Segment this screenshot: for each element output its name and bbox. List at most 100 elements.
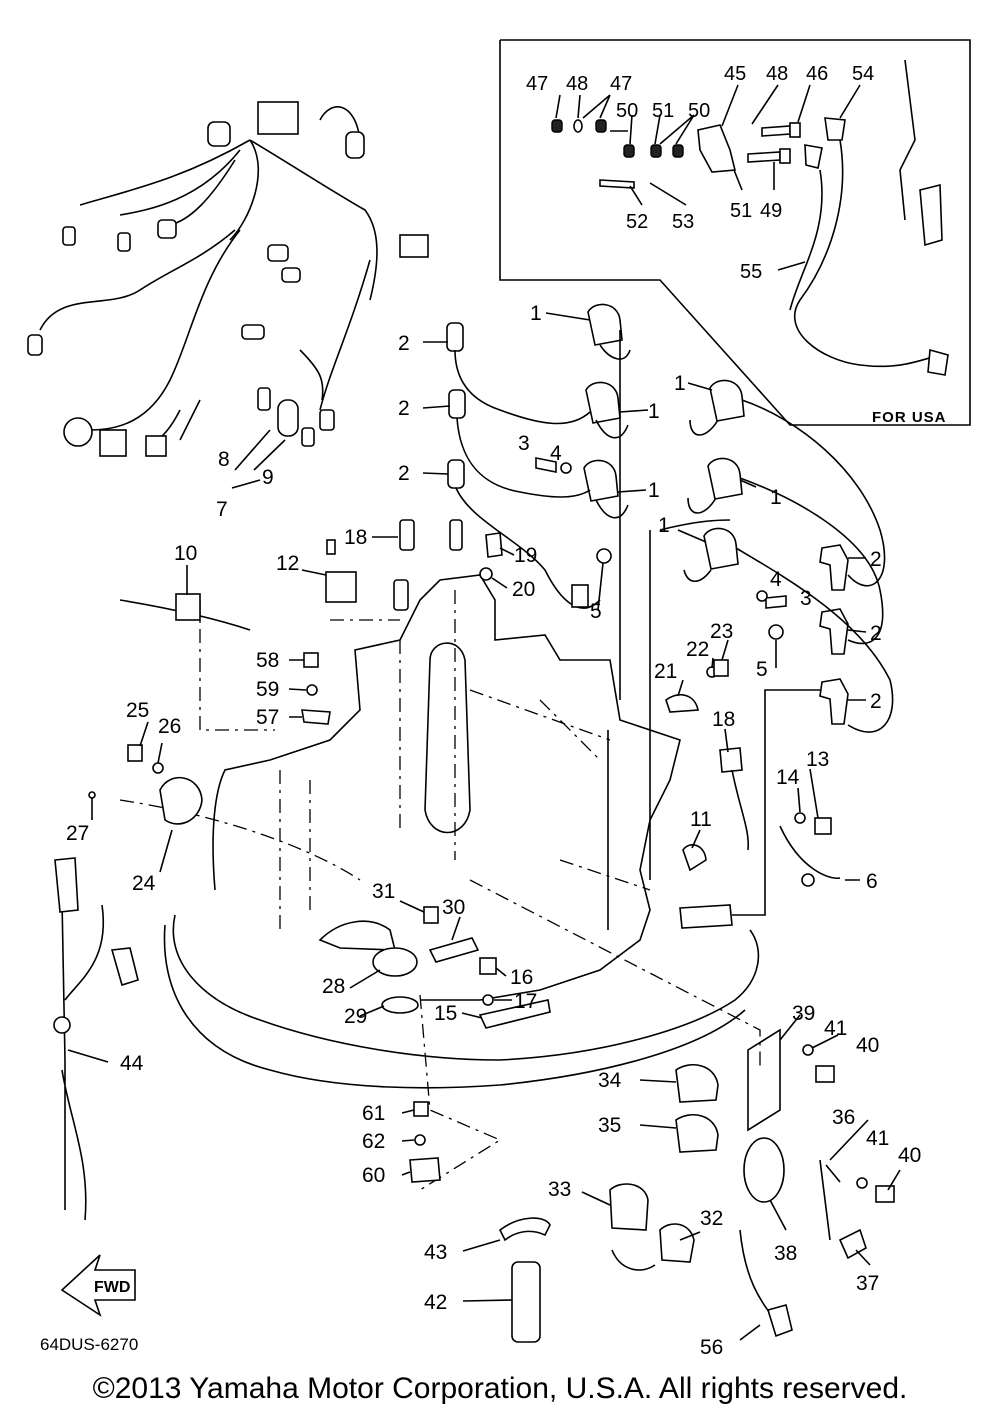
nut-50-icon [623, 144, 635, 158]
bolt-3-icon [535, 457, 557, 473]
holder-57-icon [301, 709, 331, 725]
callout-57: 57 [256, 706, 279, 729]
callout-3a: 3 [518, 432, 530, 455]
lead-36 [819, 1159, 831, 1241]
nut-47-icon [551, 119, 563, 133]
nut-47b-icon [595, 119, 607, 133]
washer-4-icon [560, 462, 572, 474]
washer-59-icon [306, 684, 318, 696]
small-parts: FWD [53, 457, 895, 1343]
gasket-29-icon [381, 996, 419, 1014]
callout-40b: 40 [898, 1144, 921, 1167]
callout-59: 59 [256, 678, 279, 701]
callout-53: 53 [672, 211, 694, 233]
wire-6 [779, 825, 841, 880]
forward-arrow-icon [60, 1254, 136, 1317]
callout-41a: 41 [824, 1017, 847, 1040]
callout-5b: 5 [756, 658, 768, 681]
callout-47b: 47 [610, 73, 632, 95]
callout-2d: 2 [870, 548, 882, 571]
bolt-16-icon [479, 957, 497, 975]
callout-21: 21 [654, 660, 677, 683]
bolt-58-icon [303, 652, 319, 668]
ignition-coils [446, 303, 894, 733]
bolt-46-icon [761, 125, 791, 137]
callout-26: 26 [158, 715, 181, 738]
callout-51a: 51 [652, 100, 674, 122]
callout-30: 30 [442, 896, 465, 919]
callout-1e: 1 [770, 486, 782, 509]
callout-4b: 4 [770, 568, 782, 591]
callout-8: 8 [218, 448, 230, 471]
callout-50a: 50 [616, 100, 638, 122]
bolt-40b-icon [875, 1185, 895, 1203]
clamp-21-icon [665, 694, 699, 713]
terminal-54b-icon [804, 144, 823, 169]
callout-45: 45 [724, 63, 746, 85]
nut-51-icon [650, 144, 662, 158]
rectifier-33-icon [609, 1183, 649, 1231]
callout-43: 43 [424, 1241, 447, 1264]
callout-18a: 18 [344, 526, 367, 549]
callout-62: 62 [362, 1130, 385, 1153]
grommet-28-icon [372, 947, 418, 977]
sensor-18-icon [399, 519, 415, 551]
bolt-61-icon [413, 1101, 429, 1117]
callout-51b: 51 [730, 200, 752, 222]
sensor-19-icon [485, 532, 503, 558]
plate-15-icon [478, 999, 551, 1029]
callout-46: 46 [806, 63, 828, 85]
diagram-code: 64DUS-6270 [40, 1335, 138, 1354]
washer-41b-icon [856, 1177, 868, 1189]
holder-45-icon [697, 124, 737, 173]
callout-28: 28 [322, 975, 345, 998]
callout-31: 31 [372, 880, 395, 903]
callout-2f: 2 [870, 690, 882, 713]
washer-41-icon [802, 1044, 814, 1056]
callout-42: 42 [424, 1291, 447, 1314]
callout-9: 9 [262, 466, 274, 489]
callout-13: 13 [806, 748, 829, 771]
bracket-39 [747, 1028, 781, 1132]
relay-35-icon [675, 1114, 719, 1153]
callout-27: 27 [66, 822, 89, 845]
callout-47a: 47 [526, 73, 548, 95]
washer-48-icon [573, 119, 583, 133]
callout-2c: 2 [398, 462, 410, 485]
callout-14: 14 [776, 766, 800, 789]
callout-1b: 1 [648, 400, 660, 423]
callout-35: 35 [598, 1114, 621, 1137]
relay-34-icon [675, 1064, 719, 1103]
plug-cap-2-icon [446, 322, 464, 352]
callout-52: 52 [626, 211, 648, 233]
callout-61: 61 [362, 1102, 385, 1125]
bolt-3b-icon [765, 595, 787, 609]
callout-56: 56 [700, 1336, 723, 1359]
callout-6: 6 [866, 870, 878, 893]
callout-20: 20 [512, 578, 535, 601]
callout-15: 15 [434, 1002, 457, 1025]
callout-1d: 1 [674, 372, 686, 395]
nut-50b-icon [672, 144, 684, 158]
cable-28-icon [318, 920, 397, 951]
ignition-coil-1e-icon [707, 457, 743, 500]
callout-49: 49 [760, 200, 782, 222]
washer-26-icon [152, 762, 164, 774]
screw-31-icon [423, 906, 439, 924]
washer-17-icon [482, 994, 494, 1006]
band-43-icon [498, 1217, 551, 1242]
lead-wire-55 [793, 139, 941, 368]
usa-inset: FOR USA [499, 39, 971, 426]
powerhead-outline [119, 330, 761, 1191]
callout-5a: 5 [590, 600, 602, 623]
connector-icon [257, 101, 299, 135]
connector-55-icon [919, 183, 943, 247]
callout-39: 39 [792, 1002, 815, 1025]
bracket-12-icon [325, 571, 357, 603]
callout-32: 32 [700, 1207, 723, 1230]
callout-34: 34 [598, 1069, 622, 1092]
fuse-holder-9-icon [277, 399, 299, 437]
callout-25: 25 [126, 699, 149, 722]
sensor-thermo-icon [679, 904, 733, 929]
